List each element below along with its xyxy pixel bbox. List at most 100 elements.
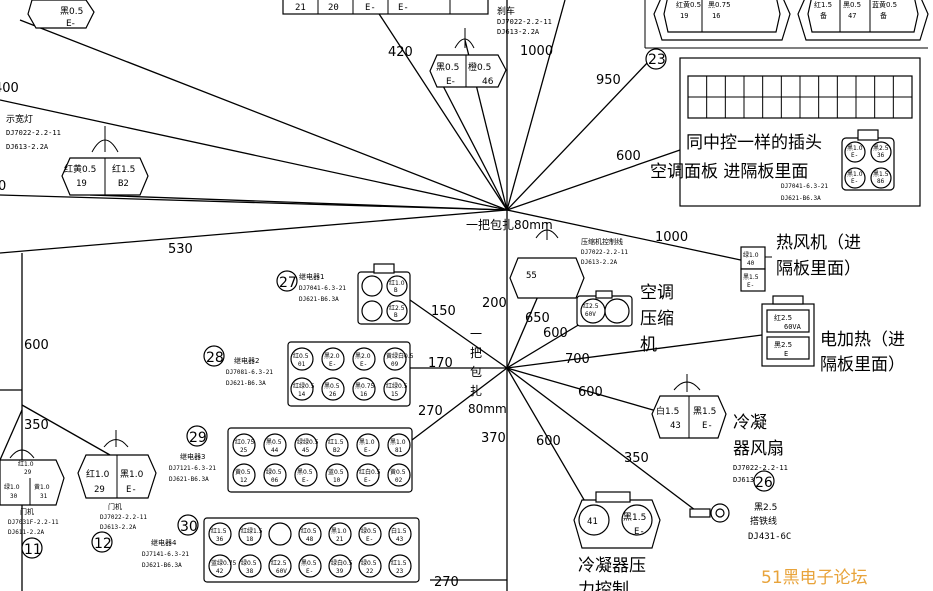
svg-text:黑1.0: 黑1.0: [120, 469, 144, 480]
r3-circles-pin-label-6: 黄0.5: [235, 468, 251, 476]
r3-circles-pin-num-4: E-: [364, 447, 371, 454]
heater-label-1: 电加热（进: [820, 330, 905, 350]
r3-circles-pin-num-7: 06: [271, 477, 279, 484]
length-600a: 600: [616, 149, 641, 164]
ground-label: 搭铁线: [750, 515, 777, 527]
hot-fan-label-1: 热风机（进: [776, 233, 861, 253]
r4-circles-pin-2: [268, 522, 292, 546]
svg-text:DJ7022-2.2-11: DJ7022-2.2-11: [100, 514, 147, 521]
r4-circles-pin-13: [388, 554, 412, 578]
r2-circles-pin-3: [383, 347, 407, 371]
svg-text:DJ621-B6.3A: DJ621-B6.3A: [299, 296, 339, 303]
r4-circles-pin-num-9: 60V: [276, 568, 287, 575]
length-270b: 270: [434, 575, 459, 590]
length-400: 400: [0, 81, 19, 96]
length-150: 150: [431, 304, 456, 319]
svg-text:E-: E-: [851, 178, 858, 185]
r2-circles-pin-label-1: 黑2.0: [324, 353, 340, 360]
length-600b: 600: [543, 326, 568, 341]
r4-circles-pin-num-0: 36: [216, 536, 224, 543]
svg-text:红黄0.5: 红黄0.5: [676, 0, 701, 9]
svg-text:E: E: [784, 350, 788, 358]
svg-text:DJ7141-6.3-21: DJ7141-6.3-21: [142, 551, 189, 558]
wire-950: [506, 59, 651, 211]
r4-circles-pin-num-4: 21: [336, 536, 344, 543]
r4-circles-pin-num-3: 48: [306, 536, 314, 543]
svg-text:B: B: [394, 287, 398, 294]
length-420: 420: [388, 45, 413, 60]
wire-door: [21, 404, 111, 456]
r3-circles-pin-9: [325, 463, 349, 487]
svg-text:DJ7022-2.2-11: DJ7022-2.2-11: [733, 464, 788, 472]
r4-circles-pin-1: [238, 522, 262, 546]
svg-text:E-: E-: [634, 527, 645, 537]
wire-150: [409, 299, 508, 369]
r4-circles-pin-num-13: 23: [396, 568, 404, 575]
svg-text:DJ613: DJ613: [733, 476, 754, 484]
r4-circles-pin-label-10: 黑0.5: [301, 560, 317, 567]
cond-pressure-connector: 41 黑1.5 E-: [573, 491, 661, 549]
r4-circles-pin-num-6: 43: [396, 536, 404, 543]
watermark: 51黑电子论坛: [761, 568, 868, 588]
svg-text:压缩机控制线: 压缩机控制线: [581, 237, 623, 246]
r4-circles-pin-label-4: 黑1.0: [331, 528, 347, 535]
svg-text:16: 16: [712, 12, 720, 20]
svg-text:36: 36: [877, 152, 885, 159]
circle-23-label: 23: [648, 52, 666, 68]
svg-text:包: 包: [470, 365, 482, 379]
ac-panel-label: 空调面板 进隔板里面: [650, 162, 808, 182]
door-12-label: 门机: [108, 502, 122, 511]
length-600e: 600: [24, 338, 49, 353]
svg-text:E-: E-: [747, 282, 754, 289]
top-right-connectors: 红黄0.5 19 黑0.75 16 红1.5 备 黑0.5 47 蓝黄0.5 备: [644, 0, 929, 49]
svg-text:19: 19: [76, 179, 87, 189]
svg-text:红1.5: 红1.5: [814, 0, 832, 9]
r2-circles-pin-label-3: 黄绿白0.5: [386, 352, 414, 360]
length-1000b: 1000: [655, 230, 688, 245]
heater-label-2: 隔板里面）: [820, 355, 905, 375]
relay-4-connector: 红1.536红绿1.518红0.548黑1.021绿0.5E-白1.543蓝绿0…: [203, 517, 420, 583]
length-600c: 600: [578, 385, 603, 400]
svg-text:DJ7041-6.3-21: DJ7041-6.3-21: [299, 285, 346, 292]
svg-text:86: 86: [877, 178, 885, 185]
relay-1-connector: 红1.0 B 红2.5 B: [357, 263, 411, 325]
svg-text:一: 一: [470, 327, 482, 341]
svg-text:21: 21: [295, 3, 306, 13]
circle-26: [753, 470, 775, 492]
svg-text:把: 把: [470, 346, 482, 360]
r2-circles-pin-num-3: 09: [391, 361, 399, 368]
r4-circles-pin-3: [298, 522, 322, 546]
r4-circles-pin-num-11: 39: [336, 568, 344, 575]
relay-1-label: 继电器1: [299, 272, 324, 281]
ground-lug: [689, 503, 730, 523]
length-0: 0: [0, 179, 6, 194]
side-light-connector: 红黄0.5 红1.5 19 B2: [61, 126, 149, 196]
condenser-fan-connector: 白1.5 黑1.5 43 E-: [651, 374, 727, 439]
r3-circles-pin-label-7: 绿0.5: [266, 468, 282, 476]
svg-text:DJ621-B6.3A: DJ621-B6.3A: [226, 380, 266, 387]
circle-23: [645, 48, 667, 70]
svg-text:29: 29: [94, 485, 105, 495]
r2-circles-pin-label-4: 红绿0.5: [293, 382, 315, 390]
r3-circles-pin-num-11: 02: [395, 477, 403, 484]
r3-circles-pin-label-10: 红白0.5: [359, 468, 381, 476]
circle-11-label: 11: [24, 542, 42, 558]
svg-text:蓝黄0.5: 蓝黄0.5: [872, 0, 897, 9]
svg-text:43: 43: [670, 421, 681, 431]
svg-text:黑0.5: 黑0.5: [843, 1, 861, 9]
svg-text:黑2.5: 黑2.5: [774, 341, 792, 349]
svg-text:DJ7031F-2.2-11: DJ7031F-2.2-11: [8, 519, 59, 526]
svg-text:黑0.5: 黑0.5: [436, 62, 459, 73]
svg-text:压缩: 压缩: [640, 309, 674, 329]
svg-text:刹车: 刹车: [497, 5, 515, 17]
svg-text:红1.0: 红1.0: [86, 468, 110, 480]
r3-circles-pin-11: [387, 463, 411, 487]
r2-circles-pin-1: [321, 347, 345, 371]
wire-270a: [411, 367, 508, 441]
svg-text:E-: E-: [851, 152, 858, 159]
svg-text:红2.5: 红2.5: [583, 302, 599, 310]
svg-text:B2: B2: [118, 179, 129, 189]
wire-left-400: [0, 99, 508, 211]
svg-text:备: 备: [880, 11, 887, 20]
